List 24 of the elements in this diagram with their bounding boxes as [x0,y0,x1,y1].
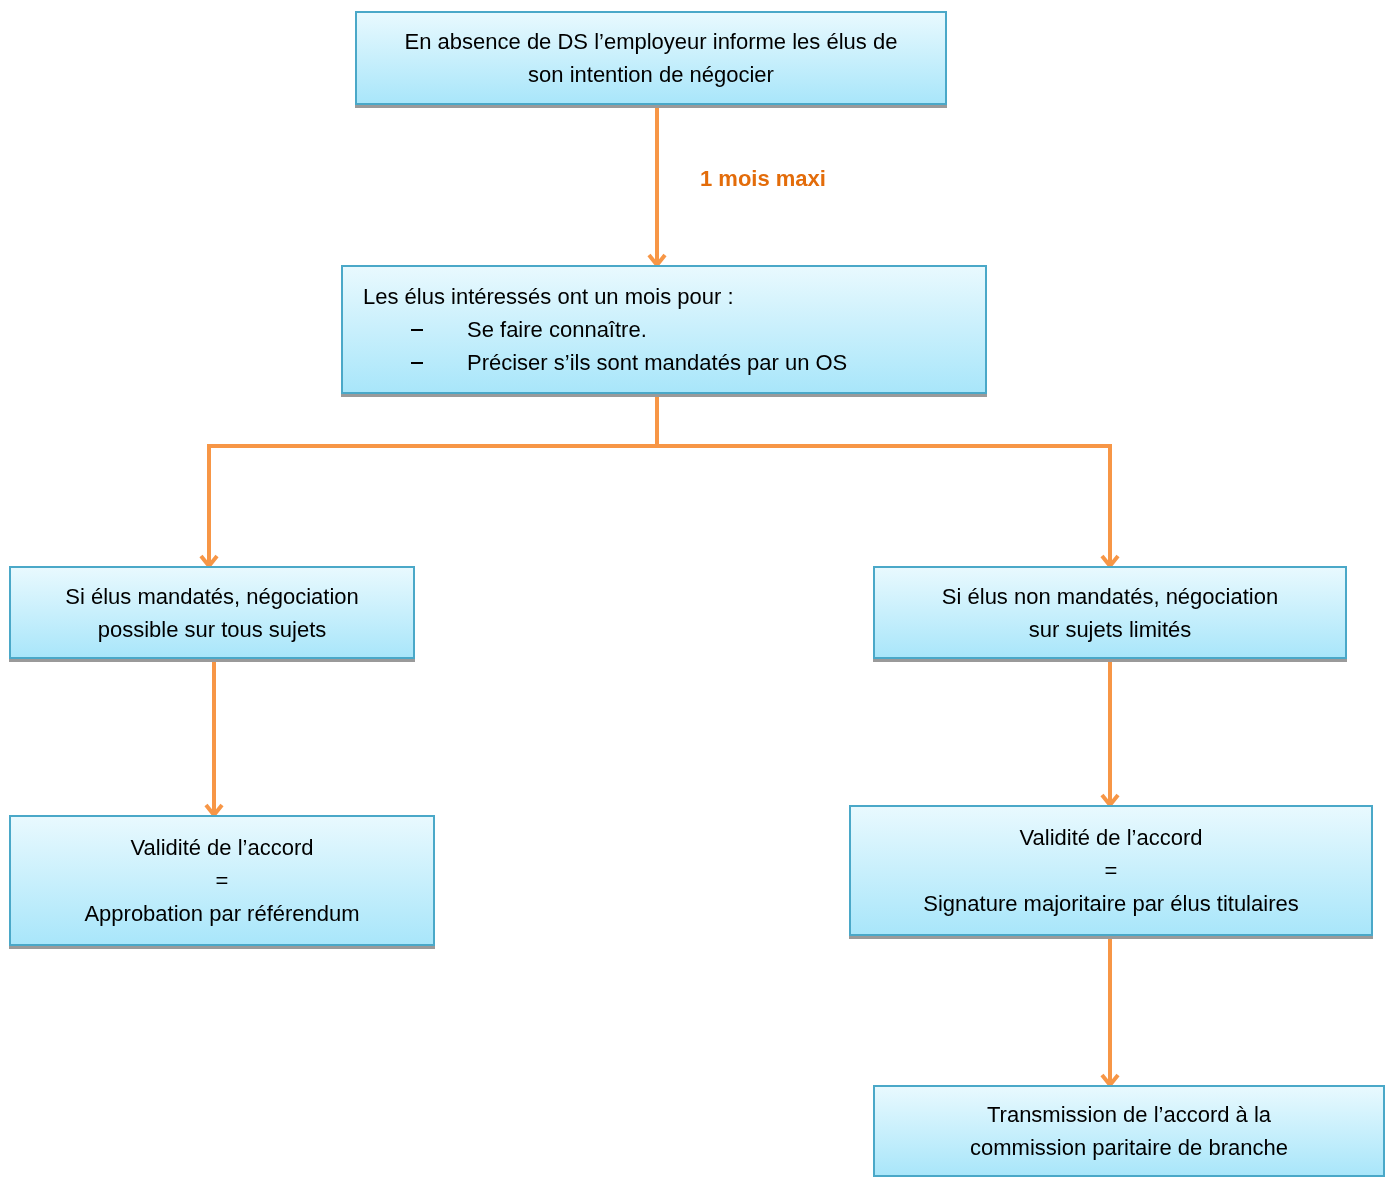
process-box [873,1085,1385,1177]
box-text: = [1104,857,1118,885]
arrow [1100,936,1120,1087]
arrow [647,105,667,267]
process-box [355,11,947,105]
box-text: Si élus mandatés, négociation possible sur tous sujets [64,582,360,644]
process-box [9,566,415,659]
box-text: Validité de l’accord [1019,824,1203,852]
box-text: Approbation par référendum [84,900,360,928]
arrow [204,659,224,817]
process-box [9,815,435,946]
list-item-text: Se faire connaître. [467,316,647,344]
box-text: En absence de DS l’employeur informe les élus de son intention de négocier [403,28,899,89]
box-text: Validité de l’accord [130,834,314,862]
box-text: Signature majoritaire par élus titulaires [923,890,1299,918]
process-box [873,566,1347,659]
list-item-text: Préciser s’ils sont mandatés par un OS [467,349,848,377]
box-text: = [215,867,229,895]
process-box [341,265,987,394]
box-text: Si élus non mandatés, négociation sur sujets limités [940,582,1280,644]
box-heading: Les élus intéressés ont un mois pour : [363,283,734,311]
process-box [849,805,1373,936]
box-text: Transmission de l’accord à la commission paritaire de branche [969,1101,1289,1162]
arrow [1100,659,1120,807]
